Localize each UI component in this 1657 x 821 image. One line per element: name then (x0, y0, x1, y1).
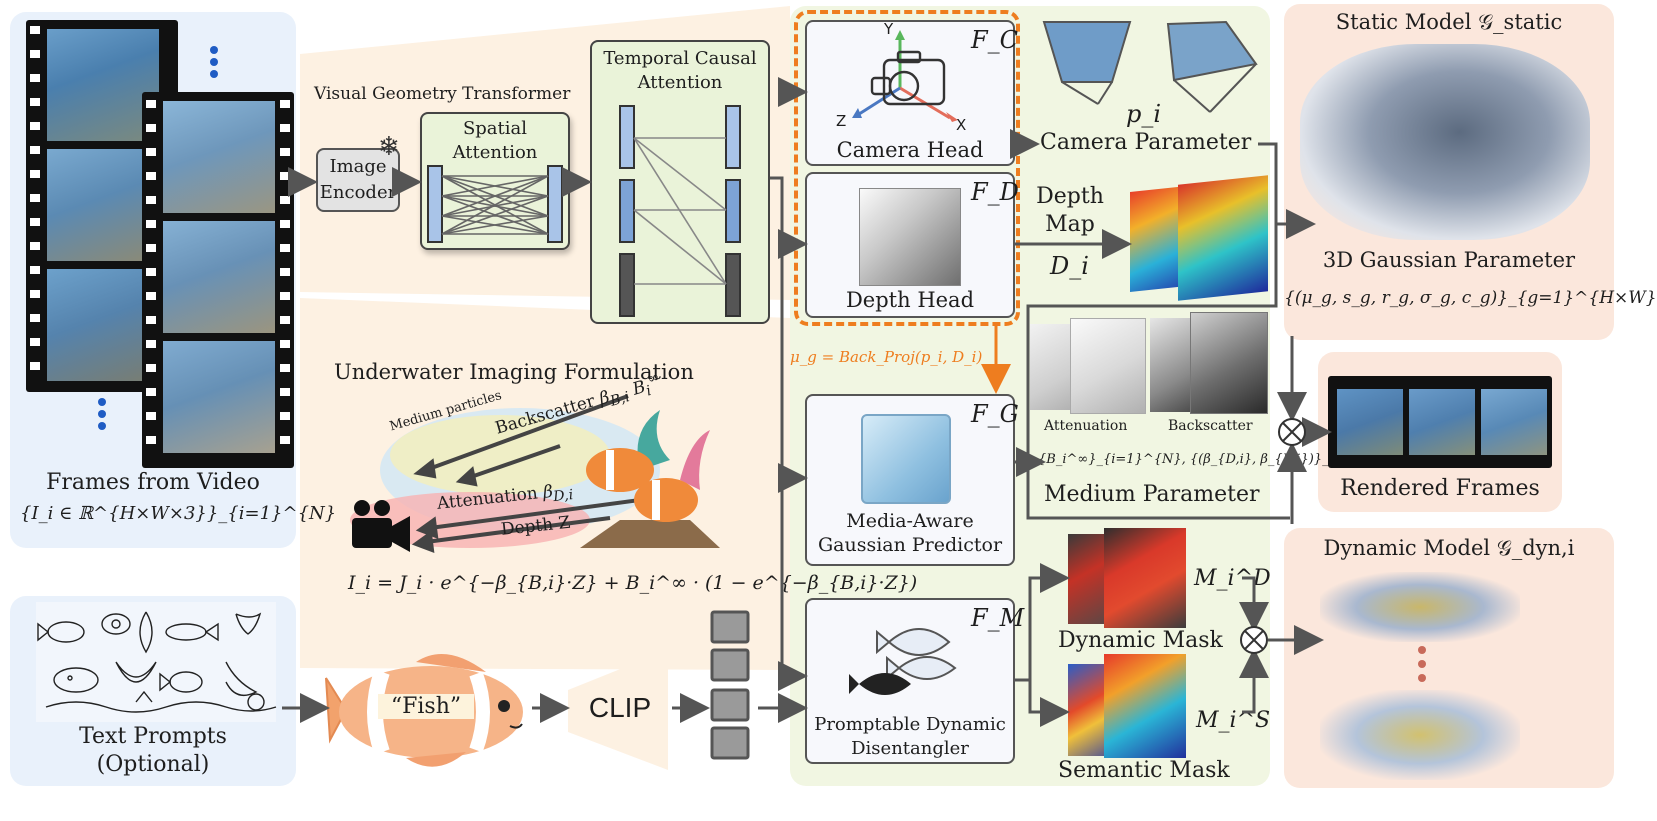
video-frame (46, 28, 160, 142)
camera-head-label: Camera Head (836, 138, 984, 162)
attenuation-caption: Attenuation (1044, 418, 1128, 434)
di-label: D_i (1050, 252, 1089, 280)
depth-map-label-1: Depth (1036, 184, 1104, 209)
dynamic-mask-image-2 (1104, 528, 1186, 628)
spatial-attention-label-1: Spatial (462, 118, 528, 139)
frozen-snowflake-icon: ❄ (378, 132, 400, 162)
static-model-pointcloud (1300, 44, 1590, 240)
gaussian-formula: {(μ_g, s_g, r_g, σ_g, c_g)}_{g=1}^{H×W} (1284, 288, 1657, 308)
fc-label: F_C (971, 26, 1019, 54)
camera-frustums (1042, 20, 1258, 113)
text-prompts-label: Text Prompts (79, 724, 227, 749)
temporal-attention-label-1: Temporal Causal (603, 48, 757, 69)
dynamic-model-pointcloud-1 (1320, 572, 1520, 642)
spatial-attention-label-2: Attention (452, 142, 538, 163)
underwater-imaging-illustration (350, 394, 720, 554)
image-encoder-label-2: Encoder (319, 182, 397, 203)
rendered-frame (1480, 388, 1548, 456)
fd-label: F_D (971, 178, 1019, 206)
clip-token-stack (710, 610, 750, 760)
rendered-frames-label: Rendered Frames (1340, 476, 1540, 501)
gaussian-parameter-label: 3D Gaussian Parameter (1322, 248, 1576, 272)
backscatter-caption: Backscatter (1168, 418, 1253, 434)
axis-z-label: Z (836, 112, 847, 130)
attenuation-map-2 (1070, 318, 1146, 414)
mid-label: M_i^D (1194, 566, 1271, 591)
fm-label: F_M (971, 604, 1025, 632)
axis-y-label: Y (884, 20, 894, 38)
static-model-label: Static Model 𝒢_static (1335, 10, 1563, 34)
video-frame (162, 220, 276, 334)
spatial-attention-box: Spatial Attention (420, 112, 570, 250)
flow-arrows (282, 77, 1332, 727)
film-strip-front (142, 92, 294, 468)
camera-parameter-label: Camera Parameter (1040, 130, 1252, 155)
underwater-imaging-title: Underwater Imaging Formulation (334, 360, 694, 384)
camera-axes-icon (852, 30, 958, 122)
dynamic-model-label: Dynamic Model 𝒢_dyn,i (1323, 536, 1575, 560)
clip-encoder-shape (568, 650, 668, 770)
backscatter-map-2 (1190, 312, 1268, 414)
fish-prompt-label: “Fish” (378, 694, 474, 719)
depth-head-box: F_D Depth Head (805, 172, 1019, 318)
semantic-mask-label: Semantic Mask (1058, 758, 1230, 783)
fg-label: F_G (971, 400, 1019, 428)
image-encoder-box: Image Encoder (316, 148, 400, 212)
video-frame (46, 148, 160, 262)
fish-group-icon (849, 628, 957, 695)
mis-label: M_i^S (1196, 708, 1271, 733)
vgt-heads-dashed-box (794, 10, 1020, 326)
imaging-equation: I_i = J_i · e^{−β_{B,i}·Z} + B_i^∞ · (1 … (348, 572, 918, 594)
promptable-label-2: Disentangler (851, 738, 969, 759)
text-prompts-panel (10, 596, 296, 786)
axis-x-label: X (956, 116, 967, 134)
promptable-label-1: Promptable Dynamic (814, 714, 1006, 735)
vgt-title: Visual Geometry Transformer (314, 84, 571, 104)
spatial-attention-connections (427, 165, 563, 243)
video-frame (162, 100, 276, 214)
depth-map-label-2: Map (1045, 212, 1095, 237)
semantic-mask-image-2 (1104, 654, 1186, 758)
image-encoder-label-1: Image (329, 156, 387, 177)
media-aware-label-1: Media-Aware (846, 510, 974, 532)
gaussian-cube-icon (861, 414, 951, 504)
sea-creatures-doodle (36, 602, 277, 722)
depth-head-image (859, 188, 961, 286)
depth-head-label: Depth Head (845, 288, 975, 312)
temporal-attention-connections (619, 105, 741, 317)
promptable-disentangler-box: F_M Promptable Dynamic Disentangler (805, 598, 1024, 764)
rendered-frame (1336, 388, 1404, 456)
media-aware-gaussian-box: F_G Media-Aware Gaussian Predictor (805, 394, 1019, 566)
rendered-film-strip (1328, 376, 1552, 468)
optional-label: (Optional) (96, 752, 210, 777)
dynamic-mask-label: Dynamic Mask (1058, 628, 1223, 653)
frames-formula: {I_i ∈ ℝ^{H×W×3}}_{i=1}^{N} (20, 503, 337, 524)
medium-parameter-label: Medium Parameter (1044, 482, 1260, 507)
video-frame (162, 340, 276, 454)
dynamic-model-pointcloud-2 (1320, 690, 1520, 780)
dynamic-model-ellipsis (1418, 646, 1426, 682)
rendered-frame (1408, 388, 1476, 456)
film-sprockets (30, 26, 290, 444)
frames-from-video-label: Frames from Video (46, 470, 260, 495)
pi-label: p_i (1126, 100, 1162, 128)
back-proj-label: μ_g = Back_Proj(p_i, D_i) (790, 348, 983, 366)
clip-label: CLIP (588, 692, 652, 723)
media-aware-label-2: Gaussian Predictor (817, 534, 1003, 556)
temporal-attention-label-2: Attention (637, 72, 723, 93)
